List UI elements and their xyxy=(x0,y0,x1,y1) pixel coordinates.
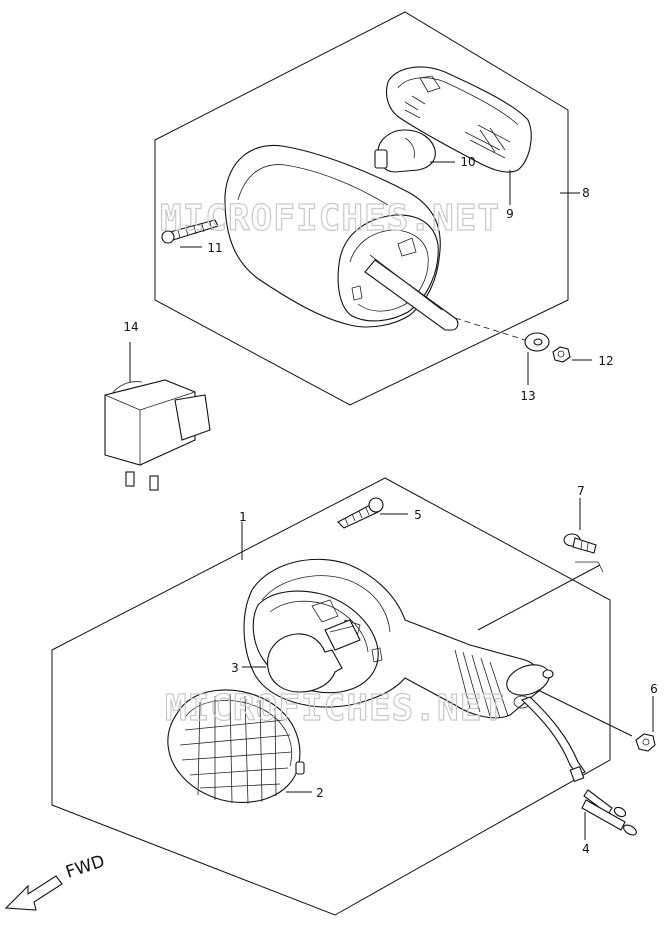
callout-5: 5 xyxy=(414,508,422,522)
callout-4: 4 xyxy=(582,842,590,856)
wire-4 xyxy=(520,696,637,836)
screw-5 xyxy=(337,497,384,529)
fwd-arrow-icon xyxy=(4,875,63,911)
callout-13: 13 xyxy=(520,389,535,403)
lower-group-outline xyxy=(51,477,611,916)
nut-6 xyxy=(635,733,656,752)
callout-11: 11 xyxy=(207,241,222,255)
leader-lines xyxy=(129,161,654,840)
callout-14: 14 xyxy=(123,320,138,334)
callout-6: 6 xyxy=(650,682,658,696)
lens-lower xyxy=(167,689,305,805)
callout-9: 9 xyxy=(506,207,514,221)
callout-12: 12 xyxy=(598,354,613,368)
callout-7: 7 xyxy=(577,484,585,498)
bulb-upper xyxy=(374,129,436,173)
fwd-indicator: FWD xyxy=(4,851,107,911)
screw-11 xyxy=(161,219,219,244)
callout-10: 10 xyxy=(460,155,475,169)
washer-13 xyxy=(524,332,550,352)
fwd-label: FWD xyxy=(63,851,107,882)
callout-1: 1 xyxy=(239,510,247,524)
lens-cover xyxy=(385,66,532,173)
watermark-top: MICROFICHES.NET xyxy=(160,198,500,239)
callout-2: 2 xyxy=(316,786,324,800)
callout-3: 3 xyxy=(231,661,239,675)
upper-group-outline xyxy=(154,11,569,406)
nut-12 xyxy=(552,346,571,363)
callout-8: 8 xyxy=(582,186,590,200)
watermark-bottom: MICROFICHES.NET xyxy=(165,688,505,729)
bolt-7 xyxy=(563,533,604,573)
bulb-lower xyxy=(267,619,361,693)
wire-upper xyxy=(364,254,526,341)
relay xyxy=(104,379,211,491)
